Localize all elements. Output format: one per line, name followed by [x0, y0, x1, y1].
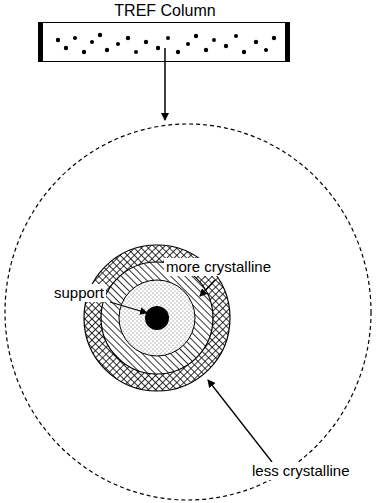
- support-label: support: [52, 284, 106, 302]
- magnified-view: [5, 124, 371, 500]
- less-crystalline-label: less crystalline: [250, 462, 352, 480]
- zoom-arrow: [164, 48, 166, 120]
- column-title: TREF Column: [38, 2, 292, 20]
- column-node: TREF Column: [38, 2, 292, 62]
- support-core: [145, 306, 169, 330]
- column-particles: [56, 33, 276, 54]
- more-crystalline-layer: [101, 262, 213, 374]
- more-crystalline-label: more crystalline: [164, 258, 273, 276]
- more-crystalline-leader: [200, 280, 215, 296]
- less-crystalline-leader: [208, 380, 272, 462]
- support-leader: [110, 302, 147, 313]
- inner-layer: [119, 280, 195, 356]
- column-tube: [38, 22, 290, 62]
